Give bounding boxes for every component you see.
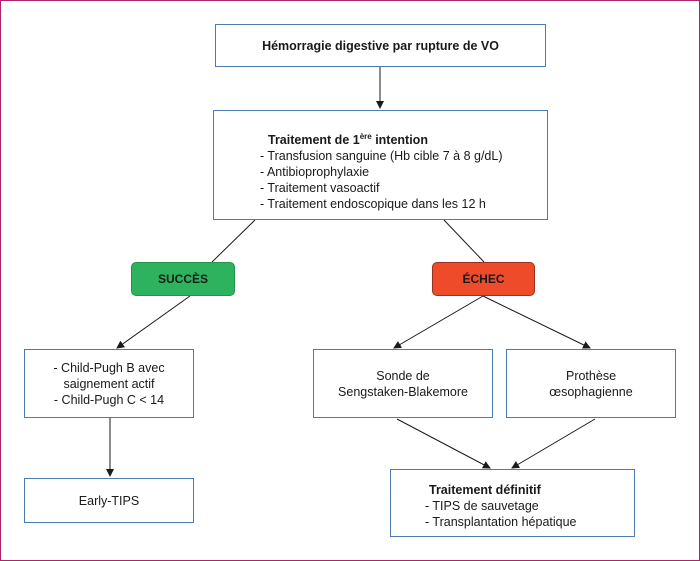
early-tips-box: Early-TIPS (24, 478, 194, 523)
definitive-list: - TIPS de sauvetage - Transplantation hé… (425, 498, 634, 530)
list-item: - Traitement endoscopique dans les 12 h (260, 197, 486, 212)
success-label: SUCCÈS (157, 272, 208, 286)
hemorrhage-label: Hémorragie digestive par rupture de VO (262, 38, 499, 53)
first-line-treatment-box: Traitement de 1ère intention - Transfusi… (213, 110, 548, 220)
first-line-title-post: intention (371, 133, 428, 148)
child-pugh-line: - Child-Pugh B avec (53, 360, 165, 375)
prothese-line: Prothèse (565, 368, 617, 383)
sonde-line: Sengstaken-Blakemore (338, 384, 468, 399)
child-pugh-text: - Child-Pugh B avec saignement actif - C… (53, 360, 164, 408)
hemorrhage-box: Hémorragie digestive par rupture de VO (215, 24, 546, 67)
first-line-list: - Transfusion sanguine (Hb cible 7 à 8 g… (260, 148, 547, 212)
sonde-text: Sonde de Sengstaken-Blakemore (338, 368, 468, 400)
failure-badge: ÉCHEC (432, 262, 535, 296)
early-tips-label: Early-TIPS (78, 493, 140, 508)
prothese-text: Prothèse œsophagienne (549, 368, 632, 400)
list-item: - Transfusion sanguine (Hb cible 7 à 8 g… (260, 149, 503, 164)
failure-label: ÉCHEC (462, 272, 505, 286)
success-badge: SUCCÈS (131, 262, 235, 296)
arrow-sonde-to-definitif (396, 418, 491, 469)
line-treatment-to-failure (443, 219, 485, 263)
sonde-line: Sonde de (376, 368, 430, 383)
definitive-title: Traitement définitif (429, 483, 541, 497)
list-item: - Transplantation hépatique (425, 515, 577, 529)
child-pugh-line: - Child-Pugh C < 14 (53, 392, 165, 407)
arrow-prothese-to-definitif (511, 418, 596, 469)
arrow-failure-to-prothese (482, 295, 591, 349)
definitive-treatment-box: Traitement définitif - TIPS de sauvetage… (390, 469, 635, 537)
prothese-line: œsophagienne (549, 384, 633, 399)
child-pugh-line: saignement actif (63, 376, 155, 391)
list-item: - Antibioprophylaxie (260, 165, 370, 180)
child-pugh-box: - Child-Pugh B avec saignement actif - C… (24, 349, 194, 418)
first-line-title: Traitement de 1ère intention (268, 129, 547, 148)
arrow-failure-to-sonde (393, 295, 484, 349)
list-item: - Traitement vasoactif (260, 181, 380, 196)
line-treatment-to-success (211, 219, 256, 263)
first-line-title-sup: ère (359, 132, 372, 141)
first-line-title-pre: Traitement de 1 (268, 133, 360, 148)
sonde-box: Sonde de Sengstaken-Blakemore (313, 349, 493, 418)
arrow-success-to-childpugh (116, 295, 191, 349)
prothese-box: Prothèse œsophagienne (506, 349, 676, 418)
list-item: - TIPS de sauvetage (425, 499, 539, 513)
